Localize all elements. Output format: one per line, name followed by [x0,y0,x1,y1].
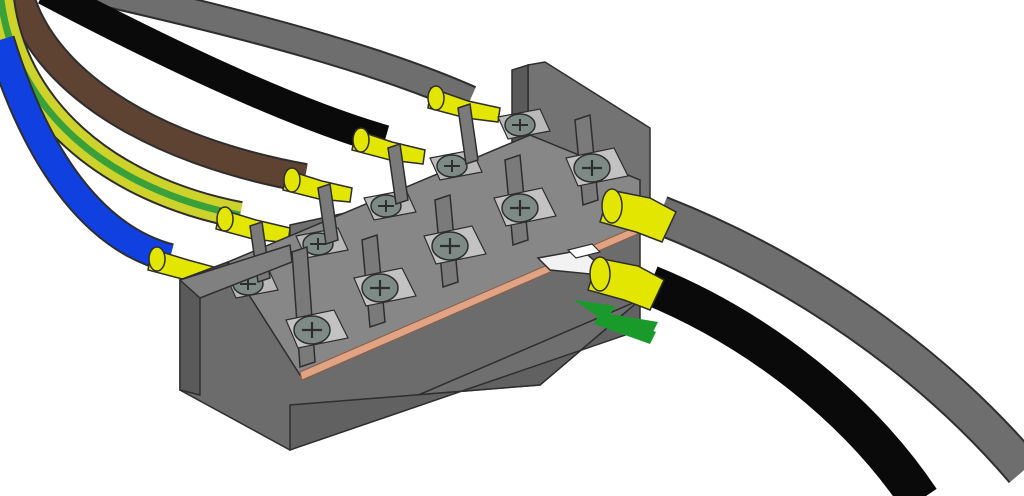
screw-icon [565,147,629,187]
black-wire-lower [642,266,937,496]
ferrule-icon [587,256,665,311]
jumper-link-icon [536,243,602,275]
ferrule-icon [351,127,426,165]
indicator-arrow-icon [574,300,658,344]
screw-icon [493,187,557,227]
ferrule-icon [599,188,677,243]
screw-icon [497,108,551,140]
front-row-terminals [285,147,629,349]
black-wire-upper [38,0,390,155]
screw-icon [423,225,487,265]
screw-icon [353,267,417,307]
screw-icon [285,309,349,349]
ferrule-icon [282,167,353,203]
ferrule-icon [427,85,501,123]
